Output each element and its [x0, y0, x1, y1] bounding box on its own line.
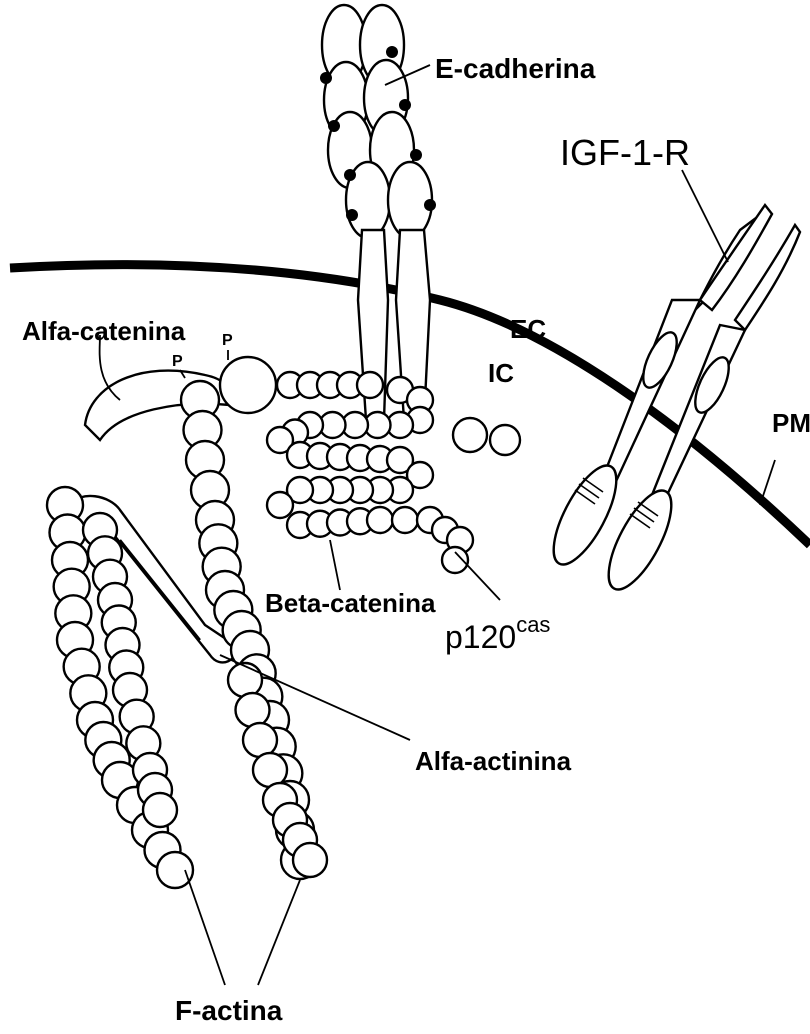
phospho-label-2: P	[222, 332, 233, 349]
phospho-label-1: P	[172, 353, 183, 370]
f-actina-label: F-actina	[175, 995, 283, 1026]
p120-superscript: cas	[516, 612, 550, 637]
beta-catenin-bead	[357, 372, 383, 398]
beta-catenin-bead	[392, 507, 418, 533]
f-actin-filaments	[47, 381, 327, 888]
alfa-catenina-label: Alfa-catenina	[22, 316, 186, 346]
e-cadherin-molecule	[320, 5, 436, 420]
f-actin-bead	[157, 852, 193, 888]
beta-catenin-bead	[267, 492, 293, 518]
alfa-actinina-label: Alfa-actinina	[415, 746, 572, 776]
ic-label: IC	[488, 358, 514, 388]
e-cadherina-label: E-cadherina	[435, 53, 596, 84]
beta-catenina-label: Beta-catenina	[265, 588, 436, 618]
f-actin-bead	[236, 693, 270, 727]
igf1r-receptor	[542, 205, 800, 598]
p120-label: p120cas	[445, 612, 550, 655]
beta-catenin-bead	[442, 547, 468, 573]
f-actin-bead	[293, 843, 327, 877]
pm-label: PM	[772, 408, 810, 438]
p120-domain-bead	[453, 418, 487, 452]
p120-domain-bead	[490, 425, 520, 455]
p120-base-text: p120	[445, 619, 516, 655]
igf1r-label: IGF-1-R	[560, 132, 690, 173]
beta-catenin	[267, 372, 520, 573]
f-actin-bead	[228, 663, 262, 697]
f-actin-bead	[143, 793, 177, 827]
ec-label: EC	[510, 314, 546, 344]
beta-catenin-bead	[367, 507, 393, 533]
